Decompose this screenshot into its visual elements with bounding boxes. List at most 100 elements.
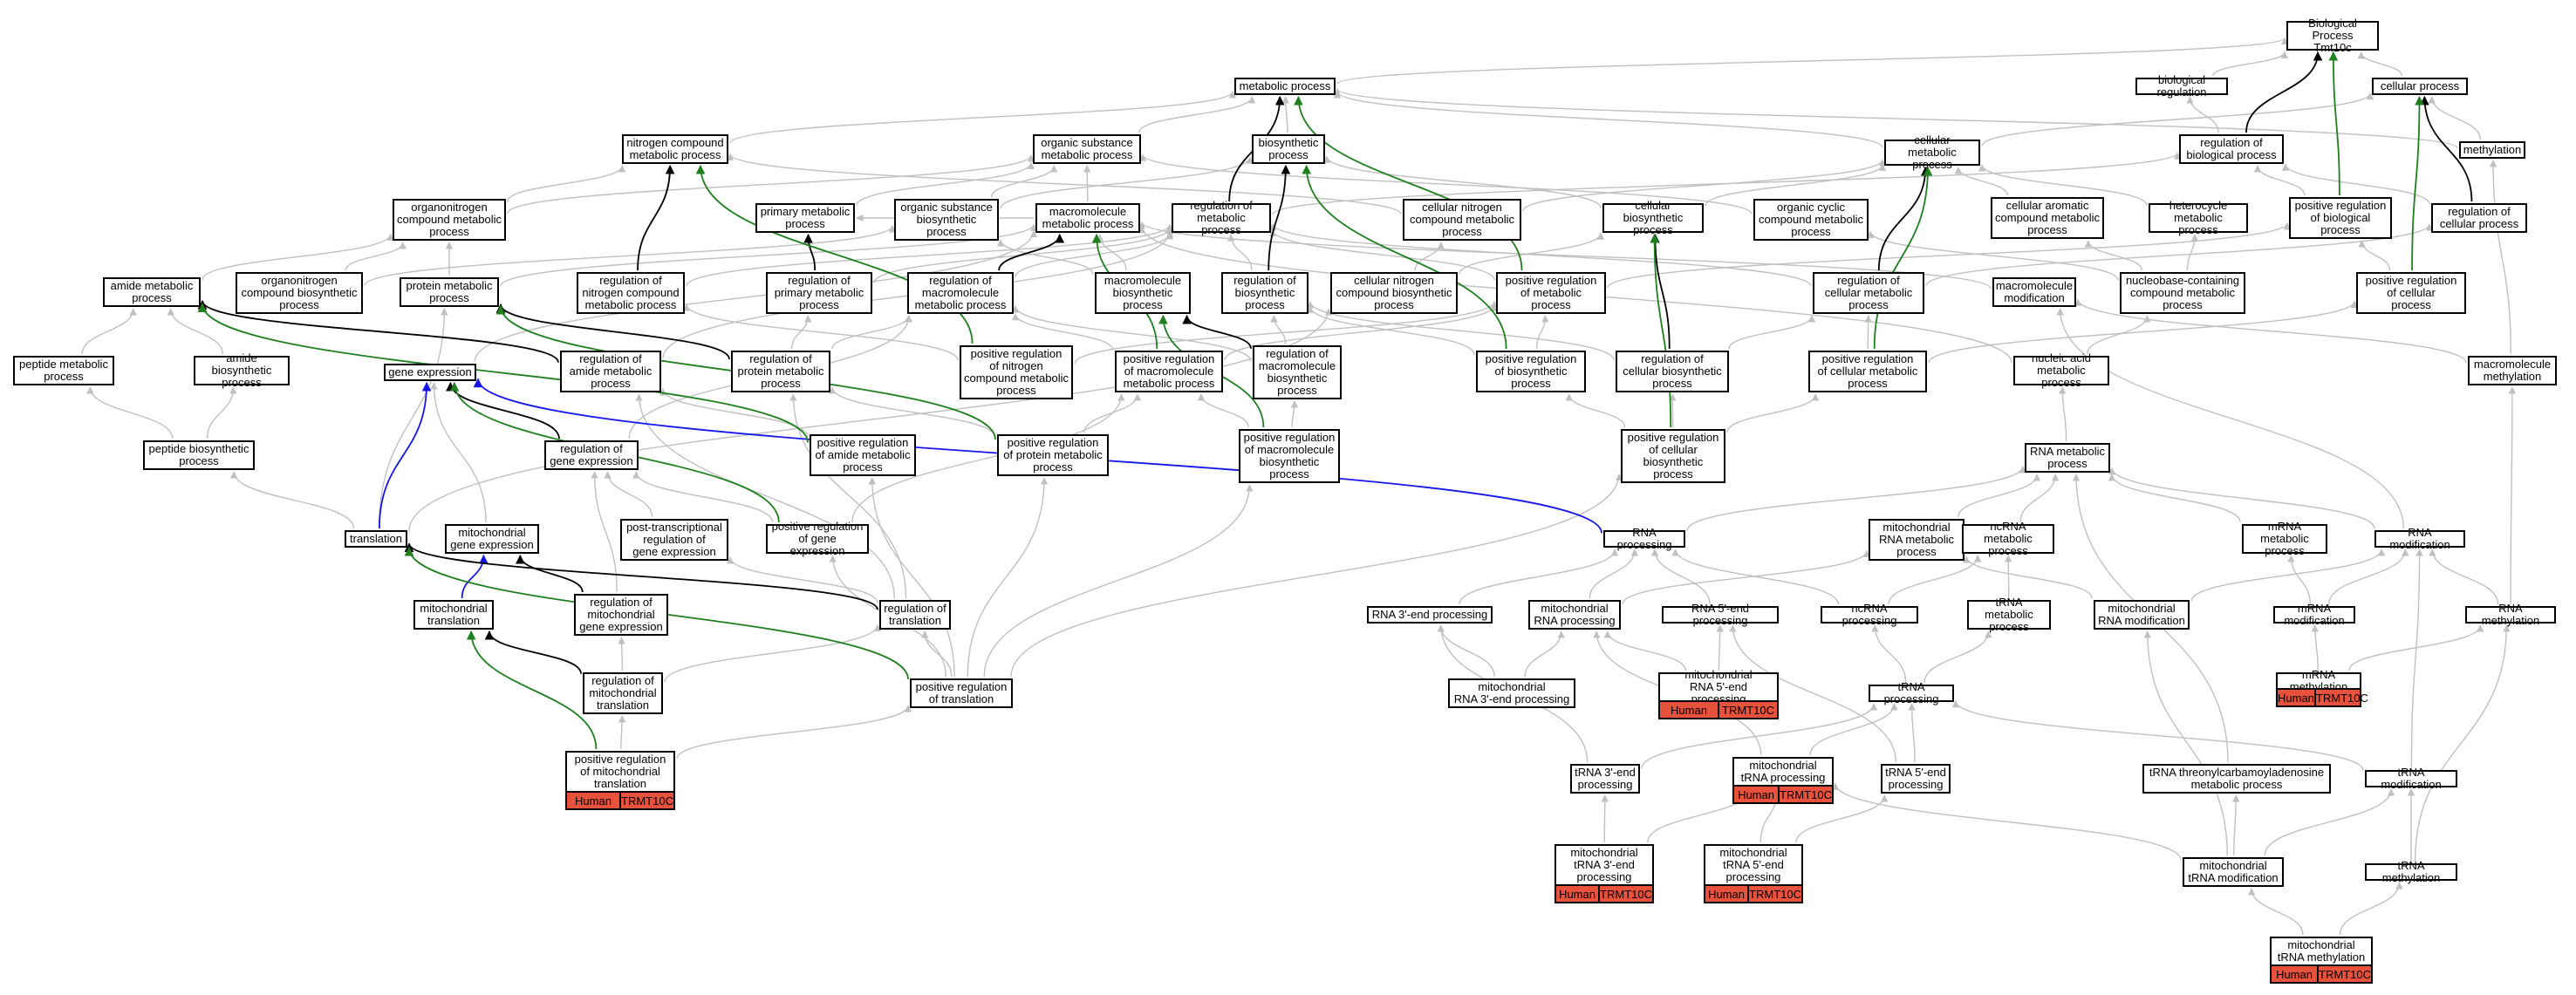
- go-term-regtrans[interactable]: regulation of translation: [879, 600, 951, 630]
- go-term-regmacro[interactable]: regulation of macromolecule metabolic pr…: [907, 272, 1014, 314]
- go-term-posregcellmet[interactable]: positive regulation of cellular metaboli…: [1808, 351, 1927, 392]
- go-term-ncrnamet[interactable]: ncRNA metabolic process: [1962, 521, 2054, 557]
- go-term-translation[interactable]: translation: [345, 530, 407, 548]
- go-term-macromod[interactable]: macromolecule modification: [1992, 277, 2076, 307]
- go-term-macromet[interactable]: macromolecule metabolic process: [1035, 203, 1140, 233]
- go-term-biosyn[interactable]: biosynthetic process: [1252, 134, 1325, 164]
- go-term-trnamethyl[interactable]: tRNA methylation: [2365, 860, 2457, 884]
- go-term-posttrans[interactable]: post-transcriptional regulation of gene …: [620, 519, 728, 561]
- go-term-cellnitro[interactable]: cellular nitrogen compound metabolic pro…: [1403, 199, 1521, 241]
- go-term-mitornamod[interactable]: mitochondrial RNA modification: [2094, 600, 2190, 630]
- go-term-posregcellbio[interactable]: positive regulation of cellular biosynth…: [1621, 429, 1725, 483]
- go-term-nucleic[interactable]: nucleic acid metabolic process: [2013, 352, 2109, 389]
- go-term-regcellmet[interactable]: regulation of cellular metabolic process: [1813, 272, 1924, 314]
- go-term-posreggene[interactable]: positive regulation of gene expression: [766, 521, 869, 557]
- go-term-mitorna[interactable]: mitochondrial RNA processing: [1528, 600, 1621, 630]
- go-term-rnamet[interactable]: RNA metabolic process: [2025, 443, 2110, 473]
- go-term-mitotrnaproc[interactable]: mitochondrial tRNA processing: [1732, 757, 1834, 787]
- go-term-mitotrna3[interactable]: mitochondrial tRNA 3'-end processing: [1554, 844, 1654, 886]
- go-term-rnamethyl[interactable]: RNA methylation: [2465, 603, 2556, 627]
- go-term-regamide[interactable]: regulation of amide metabolic process: [560, 351, 661, 392]
- go-term-mrnamethyl[interactable]: mRNA methylation: [2276, 669, 2361, 693]
- go-term-macromethyl[interactable]: macromolecule methylation: [2468, 356, 2557, 385]
- go-term-regcell[interactable]: regulation of cellular process: [2431, 203, 2527, 233]
- go-term-regprim[interactable]: regulation of primary metabolic process: [766, 272, 872, 314]
- go-term-posregmitotrans[interactable]: positive regulation of mitochondrial tra…: [565, 751, 675, 793]
- go-term-mitogene[interactable]: mitochondrial gene expression: [445, 524, 539, 554]
- go-term-mitorna5[interactable]: mitochondrial RNA 5'-end processing: [1658, 669, 1779, 705]
- go-term-cellmet[interactable]: cellular metabolic process: [1884, 134, 1980, 171]
- go-term-orgsub[interactable]: organic substance metabolic process: [1033, 134, 1141, 164]
- go-term-orgcyc[interactable]: organic cyclic compound metabolic proces…: [1753, 199, 1869, 241]
- go-term-regprot[interactable]: regulation of protein metabolic process: [731, 351, 830, 392]
- go-term-regmitotrans[interactable]: regulation of mitochondrial translation: [583, 672, 663, 714]
- go-term-reggene[interactable]: regulation of gene expression: [544, 440, 639, 470]
- go-term-posregbio[interactable]: positive regulation of biological proces…: [2289, 197, 2392, 239]
- go-term-cellnitrobio[interactable]: cellular nitrogen compound biosynthetic …: [1330, 272, 1458, 314]
- edge-trnaproc-to-trnamet: [1923, 630, 1992, 684]
- go-term-rna5[interactable]: RNA 5'-end processing: [1662, 603, 1779, 627]
- go-term-mitotrnamethyl[interactable]: mitochondrial tRNA methylation: [2270, 937, 2373, 966]
- go-term-mrnamet[interactable]: mRNA metabolic process: [2242, 521, 2327, 557]
- go-term-mitotrans[interactable]: mitochondrial translation: [413, 600, 494, 630]
- go-term-regmitogene[interactable]: regulation of mitochondrial gene express…: [574, 594, 668, 636]
- go-term-posregmacrobio[interactable]: positive regulation of macromolecule bio…: [1239, 429, 1340, 483]
- go-term-regcellbio[interactable]: regulation of cellular biosynthetic proc…: [1616, 351, 1729, 392]
- edge-mitorna-to-mitornamet: [1622, 549, 1871, 605]
- go-term-label: macromolecule methylation: [2473, 358, 2552, 383]
- go-term-nucleobase[interactable]: nucleobase-containing compound metabolic…: [2120, 272, 2245, 314]
- go-term-cellbio[interactable]: cellular biosynthetic process: [1602, 200, 1704, 236]
- go-term-trnaproc[interactable]: tRNA processing: [1869, 681, 1954, 705]
- go-term-orgsubbio[interactable]: organic substance biosynthetic process: [894, 199, 999, 241]
- go-term-nitro[interactable]: nitrogen compound metabolic process: [622, 134, 728, 164]
- go-term-posregamide[interactable]: positive regulation of amide metabolic p…: [810, 434, 916, 476]
- go-term-amidebio[interactable]: amide biosynthetic process: [194, 352, 290, 389]
- go-term-rnaproc[interactable]: RNA processing: [1603, 527, 1685, 551]
- edge-peptidemet-to-amidemet: [81, 308, 137, 355]
- go-term-rnamod[interactable]: RNA modification: [2374, 527, 2465, 551]
- go-term-protmet[interactable]: protein metabolic process: [400, 277, 499, 307]
- go-term-orgnitrobio[interactable]: organonitrogen compound biosynthetic pro…: [236, 272, 363, 314]
- go-term-trna3[interactable]: tRNA 3'-end processing: [1570, 764, 1640, 794]
- go-term-geneexp[interactable]: gene expression: [384, 364, 476, 381]
- go-term-peptidemet[interactable]: peptide metabolic process: [13, 356, 114, 385]
- go-term-posregprot[interactable]: positive regulation of protein metabolic…: [997, 434, 1109, 476]
- edge-orgnitrobio-to-orgsubbio: [364, 225, 897, 286]
- go-term-rna3[interactable]: RNA 3'-end processing: [1367, 606, 1493, 624]
- go-term-threonyl[interactable]: tRNA threonylcarbamoyladenosine metaboli…: [2142, 764, 2331, 794]
- go-term-regmacrobio[interactable]: regulation of macromolecule biosynthetic…: [1253, 345, 1342, 399]
- go-term-hetero[interactable]: heterocycle metabolic process: [2149, 200, 2248, 236]
- go-term-regmet[interactable]: regulation of metabolic process: [1172, 200, 1271, 236]
- go-term-mitotrna5[interactable]: mitochondrial tRNA 5'-end processing: [1704, 844, 1803, 886]
- go-term-regbio[interactable]: regulation of biological process: [2179, 134, 2284, 164]
- go-term-mitornamet[interactable]: mitochondrial RNA metabolic process: [1869, 519, 1964, 561]
- edge-posregmet-to-metabolic: [1294, 95, 1523, 271]
- go-term-posregtrans[interactable]: positive regulation of translation: [910, 678, 1013, 708]
- go-term-trnamet[interactable]: tRNA metabolic process: [1967, 596, 2051, 633]
- go-term-bioreg[interactable]: biological regulation: [2135, 74, 2228, 99]
- go-term-posregcell[interactable]: positive regulation of cellular process: [2356, 272, 2466, 314]
- go-term-orgnitro[interactable]: organonitrogen compound metabolic proces…: [393, 199, 506, 241]
- go-term-posregmet[interactable]: positive regulation of metabolic process: [1496, 272, 1606, 314]
- go-term-mitotrnamod[interactable]: mitochondrial tRNA modification: [2183, 857, 2284, 887]
- go-term-posregnitro[interactable]: positive regulation of nitrogen compound…: [960, 345, 1073, 399]
- go-term-regnitro[interactable]: regulation of nitrogen compound metaboli…: [577, 272, 685, 314]
- go-term-posregbiosyn[interactable]: positive regulation of biosynthetic proc…: [1476, 351, 1586, 392]
- go-term-bp[interactable]: Biological Process Tmt10c: [2286, 17, 2379, 54]
- go-term-ncrnaproc[interactable]: ncRNA processing: [1821, 603, 1918, 627]
- go-term-mitorna3[interactable]: mitochondrial RNA 3'-end processing: [1448, 678, 1575, 708]
- go-term-peptidebio[interactable]: peptide biosynthetic process: [143, 440, 255, 470]
- go-term-cellarom[interactable]: cellular aromatic compound metabolic pro…: [1991, 197, 2104, 239]
- go-term-methylation[interactable]: methylation: [2459, 141, 2525, 159]
- go-term-macrobio[interactable]: macromolecule biosynthetic process: [1095, 272, 1191, 314]
- go-term-primary[interactable]: primary metabolic process: [755, 203, 855, 233]
- go-term-metabolic[interactable]: metabolic process: [1234, 78, 1336, 95]
- go-term-amidemet[interactable]: amide metabolic process: [103, 277, 201, 307]
- edge-rna5-to-rnaproc: [1650, 549, 1711, 605]
- go-term-trnamod[interactable]: tRNA modification: [2365, 767, 2457, 791]
- go-term-posregmacromet[interactable]: positive regulation of macromolecule met…: [1115, 351, 1223, 392]
- go-term-regbiosyn[interactable]: regulation of biosynthetic process: [1221, 272, 1308, 314]
- go-term-mrnamod[interactable]: mRNA modification: [2273, 603, 2355, 627]
- go-term-cellproc[interactable]: cellular process: [2372, 78, 2468, 95]
- go-term-trna5[interactable]: tRNA 5'-end processing: [1881, 764, 1951, 794]
